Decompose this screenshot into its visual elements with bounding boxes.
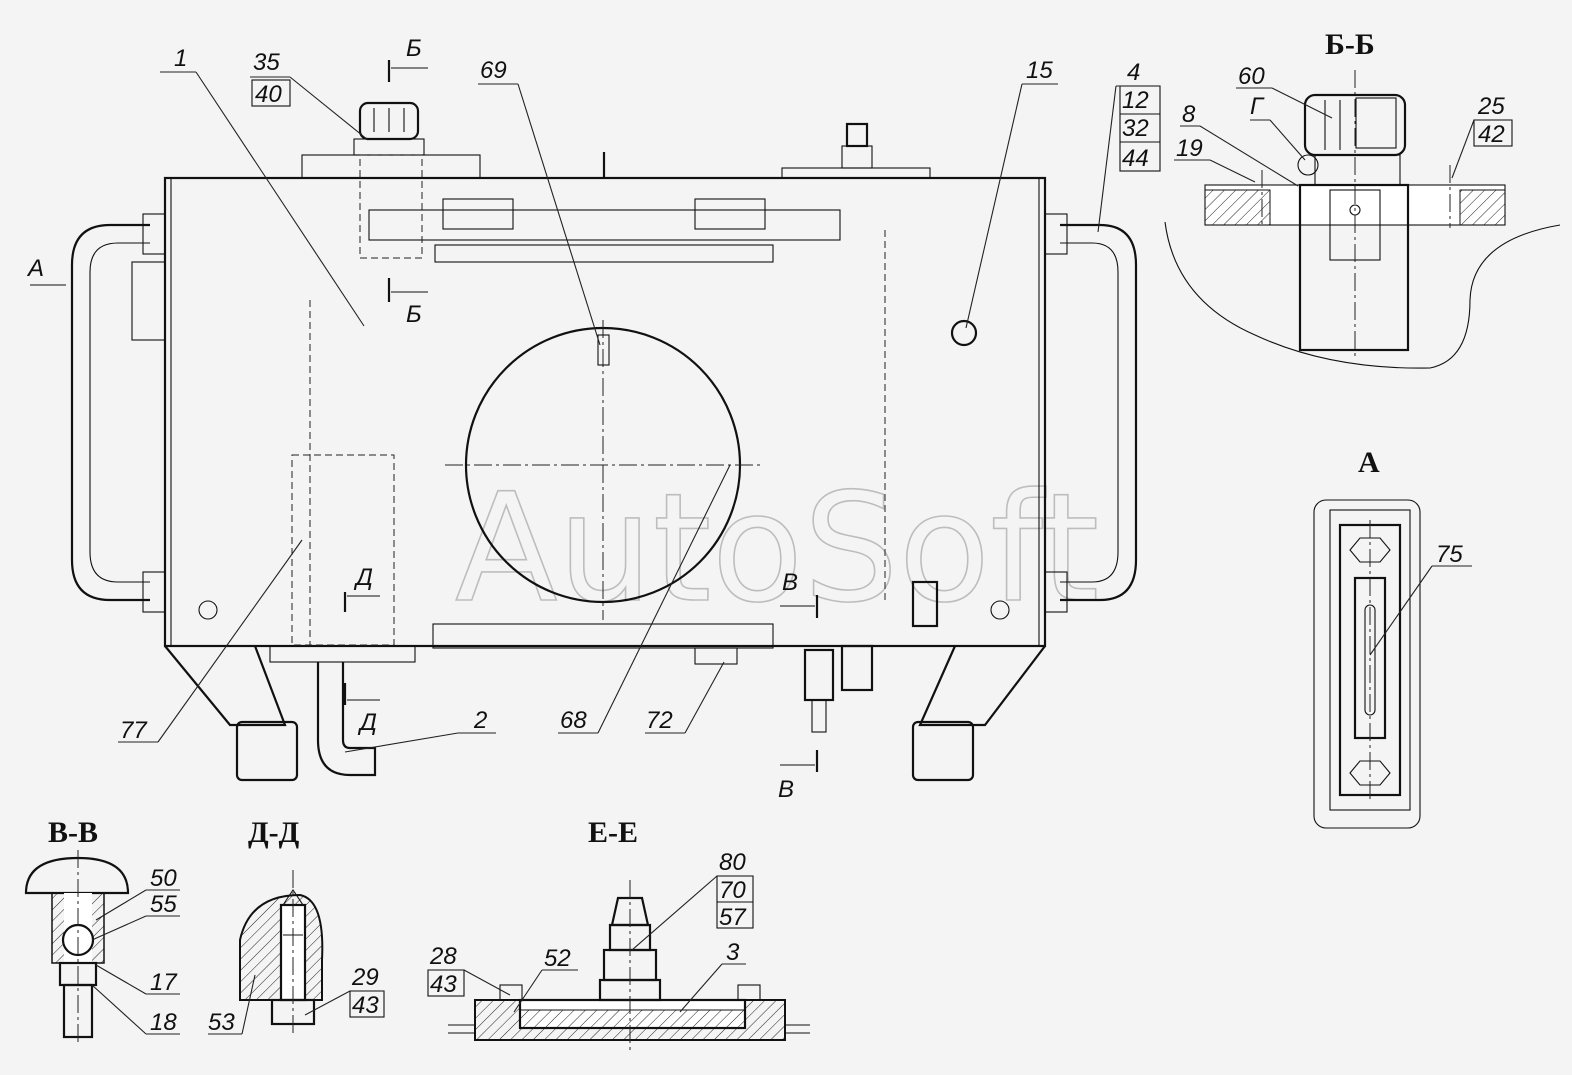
- breather-valve: [841, 122, 873, 169]
- callout-72: 72: [645, 661, 725, 734]
- callout-8: 8: [1180, 101, 1299, 187]
- callout-number: А: [26, 255, 44, 282]
- callout-number: 53: [208, 1009, 235, 1036]
- callout-53: 53: [208, 974, 256, 1036]
- callout-number: 60: [1238, 63, 1265, 90]
- callout-number: 69: [480, 57, 507, 84]
- callout-50: 50: [95, 865, 180, 921]
- watermark-text: AutoSoft: [455, 462, 1099, 636]
- callout-number: 42: [1478, 121, 1505, 148]
- callout-2: 2: [344, 707, 496, 753]
- callout-number: 32: [1122, 115, 1149, 142]
- callout-number: 28: [429, 943, 457, 970]
- callout-number: 19: [1176, 135, 1203, 162]
- callout-number: 18: [150, 1009, 177, 1036]
- callout-25-42: 25 42: [1451, 93, 1513, 179]
- callout-number: 57: [719, 904, 747, 931]
- callout-75: 75: [1369, 541, 1472, 656]
- left-leg: [164, 645, 287, 727]
- callout-number: Г: [1250, 93, 1265, 120]
- section-title-a: А: [1358, 446, 1380, 479]
- section-vv: В-В 50 55 17 18: [24, 816, 180, 1045]
- callout-number: 70: [719, 877, 746, 904]
- section-dd: Д-Д 29 43 53: [208, 816, 385, 1036]
- callout-35-40: 35 40: [250, 49, 369, 141]
- callout-68: 68: [558, 464, 731, 734]
- callout-17: 17: [95, 964, 180, 996]
- callout-number: 25: [1477, 93, 1505, 120]
- callout-number: Б: [406, 301, 422, 328]
- cut-mark-v: В В: [778, 569, 819, 803]
- callout-1: 1: [160, 45, 365, 327]
- section-title-bb: Б-Б: [1325, 28, 1375, 61]
- view-a: А 75: [1313, 446, 1472, 829]
- left-handle: [70, 213, 166, 613]
- valve-flange: [781, 167, 931, 179]
- cut-mark-b: Б Б: [387, 35, 428, 328]
- callout-number: 68: [560, 707, 587, 734]
- callout-number: 43: [430, 971, 457, 998]
- callout-number: 4: [1127, 59, 1140, 86]
- callout-18: 18: [91, 984, 180, 1036]
- callout-number: Д: [353, 564, 373, 591]
- callout-number: 29: [351, 964, 379, 991]
- callout-number: 15: [1026, 57, 1053, 84]
- right-leg: [918, 645, 1046, 727]
- callout-80-70-57: 80 70 57: [631, 849, 754, 951]
- filler-flange: [301, 154, 481, 179]
- callout-77: 77: [118, 539, 303, 744]
- right-handle: [1044, 213, 1138, 613]
- callout-number: 1: [174, 45, 187, 72]
- callout-52: 52: [513, 945, 578, 1013]
- callout-number: 52: [544, 945, 571, 972]
- section-title-ee: Е-Е: [588, 816, 638, 849]
- callout-29-43: 29 43: [304, 964, 385, 1019]
- callout-19: 19: [1174, 135, 1256, 183]
- callout-number: В: [778, 776, 794, 803]
- callout-number: 2: [473, 707, 487, 734]
- callout-4-12-32-44: 4 12 32 44: [1097, 59, 1161, 233]
- callout-number: 40: [255, 81, 282, 108]
- section-bb: Б-Б 60 8 Г: [1164, 28, 1561, 369]
- callout-number: В: [782, 569, 798, 596]
- section-ee: Е-Е 80 70 57 28 43 52: [427, 816, 810, 1050]
- callout-15: 15: [965, 57, 1058, 329]
- callout-number: 8: [1182, 101, 1196, 128]
- callout-number: 17: [150, 969, 178, 996]
- callout-number: 75: [1436, 541, 1463, 568]
- callout-number: 50: [150, 865, 177, 892]
- callout-number: 12: [1122, 87, 1149, 114]
- callout-55: 55: [91, 891, 180, 941]
- callout-number: Д: [357, 709, 377, 736]
- callout-number: 43: [352, 992, 379, 1019]
- cut-mark-d: Д Д: [343, 564, 380, 736]
- callout-28-43: 28 43: [427, 943, 511, 998]
- view-arrow-a: А: [26, 255, 66, 286]
- callout-g: Г: [1250, 93, 1306, 161]
- main-view: Б Б Д Д В В А 1: [26, 35, 1161, 803]
- filler-cap: [353, 101, 425, 156]
- callout-number: 55: [150, 891, 177, 918]
- callout-number: 3: [726, 939, 740, 966]
- section-title-dd: Д-Д: [248, 816, 300, 849]
- sight-port: [950, 319, 978, 347]
- callout-number: 77: [120, 717, 148, 744]
- callout-60: 60: [1236, 63, 1333, 119]
- section-title-vv: В-В: [48, 816, 98, 849]
- callout-number: Б: [406, 35, 422, 62]
- callout-3: 3: [679, 939, 746, 1013]
- callout-number: 35: [253, 49, 280, 76]
- callout-number: 72: [646, 707, 673, 734]
- callout-69: 69: [478, 57, 601, 346]
- callout-number: 44: [1122, 145, 1149, 172]
- callout-number: 80: [719, 849, 746, 876]
